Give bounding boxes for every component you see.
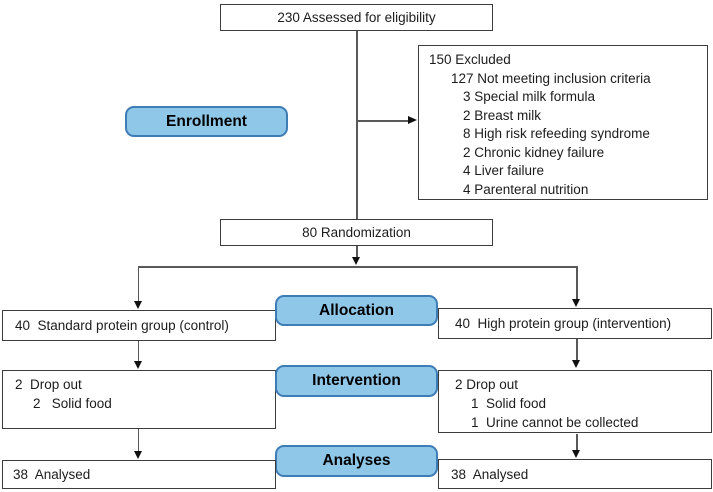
connector-intervention-allocation-to-dropout — [576, 339, 578, 361]
connector-to-excluded — [357, 120, 408, 122]
excluded-line: 3 Special milk formula — [463, 89, 596, 104]
arrowhead-down-intervention-analysed-icon — [572, 450, 580, 458]
intervention-dropout-line: 1 Urine cannot be collected — [471, 415, 639, 430]
assessed-box: 230 Assessed for eligibility — [220, 4, 493, 31]
arrowhead-right-excluded-icon — [408, 116, 417, 124]
arrowhead-down-intervention-dropout-icon — [572, 360, 580, 368]
connector-intervention-dropout-to-analysed — [576, 434, 578, 451]
intervention-allocation-box: 40 High protein group (intervention) — [438, 308, 712, 339]
connector-split-to-intervention — [576, 266, 578, 299]
randomization-text: 80 Randomization — [302, 225, 411, 240]
control-allocation-box: 40 Standard protein group (control) — [2, 310, 276, 341]
intervention-dropout-line: 1 Solid food — [471, 396, 547, 411]
arrowhead-down-intervention-allocation-icon — [572, 299, 580, 307]
excluded-line: 2 Chronic kidney failure — [463, 144, 605, 160]
control-allocation-text: 40 Standard protein group (control) — [15, 318, 229, 333]
control-analysed-text: 38 Analysed — [13, 467, 91, 482]
intervention-analysed-text: 38 Analysed — [451, 466, 529, 482]
connector-assessed-to-randomization — [356, 31, 358, 219]
excluded-line: 2 Breast milk — [463, 107, 542, 123]
arrowhead-down-control-dropout-icon — [133, 361, 142, 369]
intervention-analysed-box: 38 Analysed — [438, 459, 712, 489]
connector-split-horizontal — [138, 266, 577, 268]
control-analysed-box: 38 Analysed — [2, 460, 276, 489]
intervention-stage-label: Intervention — [275, 365, 438, 397]
assessed-text: 230 Assessed for eligibility — [277, 10, 436, 25]
control-dropout-line: 2 Solid food — [33, 396, 112, 411]
excluded-line: 127 Not meeting inclusion criteria — [451, 70, 651, 86]
excluded-line: 8 High risk refeeding syndrome — [463, 126, 650, 141]
excluded-line: 4 Parenteral nutrition — [463, 181, 589, 197]
enrollment-stage-label: Enrollment — [125, 106, 288, 137]
intervention-dropout-box: 2 Drop out 1 Solid food 1 Urine cannot b… — [438, 370, 712, 433]
connector-control-dropout-to-analysed — [137, 429, 139, 452]
excluded-line: 4 Liver failure — [463, 163, 545, 178]
arrowhead-down-split-icon — [352, 257, 360, 265]
randomization-box: 80 Randomization — [220, 219, 493, 246]
connector-split-to-control — [137, 266, 139, 302]
connector-control-allocation-to-dropout — [137, 341, 139, 362]
arrowhead-down-control-allocation-icon — [133, 301, 142, 309]
excluded-box: 150 Excluded 127 Not meeting inclusion c… — [418, 45, 708, 200]
allocation-stage-label: Allocation — [275, 295, 438, 326]
excluded-line: 150 Excluded — [429, 52, 511, 67]
connector-randomization-to-split — [356, 246, 358, 259]
analyses-stage-label: Analyses — [275, 445, 438, 477]
control-dropout-line: 2 Drop out — [15, 377, 82, 392]
intervention-allocation-text: 40 High protein group (intervention) — [455, 316, 672, 331]
intervention-dropout-line: 2 Drop out — [455, 377, 519, 392]
control-dropout-box: 2 Drop out 2 Solid food — [2, 370, 276, 429]
arrowhead-down-control-analysed-icon — [133, 451, 142, 459]
